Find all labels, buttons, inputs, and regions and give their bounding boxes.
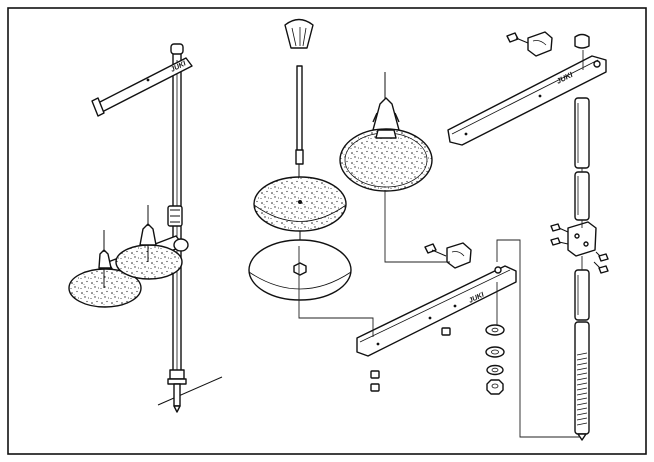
pole-segment-2 <box>574 171 590 221</box>
thread-guide-cone <box>284 18 314 49</box>
assembled-base-washer <box>167 378 187 385</box>
exploded-top-clamp <box>527 31 553 57</box>
arm-nut-mid <box>441 327 451 336</box>
assembled-spool-disc-left <box>68 268 142 308</box>
exploded-pole-assembly: JUKI <box>447 31 609 441</box>
hex-nut <box>486 379 504 395</box>
assembled-base-bolt <box>173 383 181 407</box>
table-edge <box>157 376 223 406</box>
assembled-spool-disc-right <box>115 244 183 280</box>
lower-spool-arm <box>356 265 517 357</box>
spool-pin-assembly <box>248 18 352 301</box>
spool-pin-rod <box>296 65 303 155</box>
pole-segment-1 <box>574 97 590 169</box>
pole-segment-3 <box>574 269 590 321</box>
exploded-top-arm <box>447 55 607 146</box>
lower-arm-clamp <box>446 242 472 269</box>
assembled-thread-stand: JUKI <box>68 43 223 413</box>
pole-coupling <box>567 221 597 257</box>
figure-frame <box>7 7 647 455</box>
assembled-base-nut <box>169 369 185 380</box>
washer-2 <box>485 346 505 358</box>
assembly-guide-lines <box>298 168 583 438</box>
washer-1 <box>485 324 505 336</box>
washer-3 <box>486 364 504 376</box>
exploded-pole-cap <box>574 33 590 49</box>
large-spool-assembly <box>339 72 433 192</box>
arm-nut-left <box>370 370 380 379</box>
lower-spool-arm-assembly: JUKI <box>356 242 517 395</box>
large-spool-cone <box>372 97 400 131</box>
large-spool-disc <box>339 128 433 192</box>
assembled-pole-cap <box>170 43 184 55</box>
